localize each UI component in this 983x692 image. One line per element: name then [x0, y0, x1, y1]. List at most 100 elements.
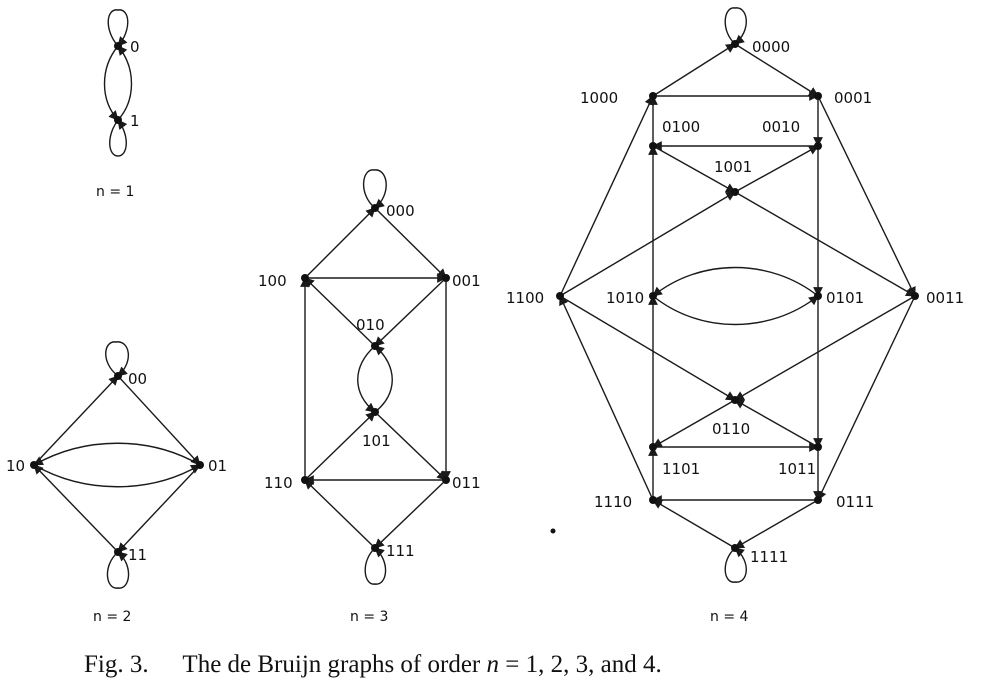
- node-label: 0100: [662, 118, 700, 136]
- node-label: 000: [386, 202, 415, 220]
- edge-0011-0111: [817, 295, 916, 501]
- node-n2-00: [114, 372, 122, 380]
- order-label: n = 3: [350, 609, 388, 625]
- edge-10-01: [33, 464, 201, 488]
- node-n4-1010: [649, 292, 657, 300]
- node-n3-000: [371, 204, 379, 212]
- edge-000-001: [374, 207, 447, 279]
- graph-order-3: 000 001 100 010 101 110 011 111 n = 3: [258, 169, 481, 625]
- node-label: 0001: [834, 89, 872, 107]
- node-n4-0101: [814, 292, 822, 300]
- edge-1001-0011: [734, 191, 916, 297]
- edge-1110-1100: [559, 295, 654, 501]
- edge-010-100: [304, 277, 376, 347]
- edge-101-010: [374, 345, 393, 413]
- edge-1100-1000: [559, 95, 654, 297]
- edge-111-111: [364, 547, 387, 585]
- edge-001-010: [374, 277, 447, 347]
- edge-10-00: [33, 375, 119, 466]
- node-n2-10: [30, 461, 38, 469]
- edge-0011-0110: [734, 295, 916, 401]
- node-label: 1111: [750, 548, 788, 566]
- node-n4-0010: [814, 142, 822, 150]
- node-label: 1101: [662, 460, 700, 478]
- node-n4-0110: [731, 396, 739, 404]
- edge-100-000: [304, 207, 376, 279]
- node-label: 0011: [926, 289, 964, 307]
- edge-1111-1110: [652, 499, 736, 549]
- node-label: 01: [208, 457, 227, 475]
- node-n4-0001: [814, 92, 822, 100]
- edge-00-00: [105, 341, 129, 377]
- edge-1100-0110: [559, 295, 736, 401]
- node-label: 11: [128, 546, 147, 564]
- node-label: 1: [130, 112, 140, 130]
- node-label: 00: [128, 370, 147, 388]
- node-label: 0: [130, 38, 140, 56]
- node-n4-0100: [649, 142, 657, 150]
- node-n3-111: [371, 544, 379, 552]
- caption-text-b: = 1, 2, 3, and 4.: [505, 651, 661, 678]
- print-speck: [550, 528, 556, 534]
- edge-0110-1101: [652, 399, 736, 448]
- node-label: 1010: [606, 289, 644, 307]
- order-label: n = 4: [710, 609, 749, 625]
- node-n4-1111: [731, 544, 739, 552]
- node-label: 010: [356, 316, 385, 334]
- node-n3-100: [301, 274, 309, 282]
- edge-01-10: [33, 442, 201, 466]
- node-label: 011: [452, 474, 481, 492]
- edge-111-110: [304, 479, 376, 549]
- graph-order-1: 0 1 n = 1: [96, 9, 140, 200]
- node-label: 0101: [826, 289, 864, 307]
- node-label: 0010: [762, 118, 800, 136]
- graph-order-4: 0000 1000 0001 0100 0010 1001 1100 1010 …: [506, 7, 964, 625]
- node-label: 101: [362, 432, 391, 450]
- node-n3-011: [442, 476, 450, 484]
- node-n4-1000: [649, 92, 657, 100]
- node-label: 0111: [836, 493, 874, 511]
- edge-1000-0000: [652, 43, 736, 97]
- order-label: n = 1: [96, 184, 134, 200]
- node-label: 111: [386, 542, 415, 560]
- node-label: 10: [6, 457, 25, 475]
- node-label: 100: [258, 272, 287, 290]
- edge-1011-0110: [734, 399, 819, 448]
- edge-010-101: [357, 345, 376, 413]
- node-n3-010: [371, 342, 379, 350]
- edge-0111-1111: [734, 499, 819, 549]
- node-n4-0000: [731, 40, 739, 48]
- node-n4-1100: [556, 292, 564, 300]
- node-n3-101: [371, 408, 379, 416]
- node-n4-0011: [911, 292, 919, 300]
- caption-text-a: The de Bruijn graphs of order: [182, 651, 486, 678]
- caption-prefix: Fig. 3.: [84, 651, 149, 678]
- edge-000-000: [362, 169, 387, 209]
- node-n4-1110: [649, 496, 657, 504]
- edge-0000-0000: [724, 7, 747, 45]
- edge-0000-0001: [734, 43, 819, 97]
- edge-0-1: [103, 45, 119, 121]
- node-n4-0111: [814, 496, 822, 504]
- node-label: 1011: [778, 460, 816, 478]
- node-label: 1001: [714, 158, 752, 176]
- edge-0001-0011: [817, 95, 916, 297]
- edge-1010-0101: [652, 295, 819, 326]
- edge-11-11: [106, 551, 130, 589]
- edge-1-0: [117, 45, 133, 121]
- order-label: n = 2: [93, 609, 131, 625]
- edge-101-011: [374, 411, 447, 481]
- edge-1111-1111: [724, 547, 747, 583]
- edge-1100-1001: [559, 191, 736, 297]
- node-label: 001: [452, 272, 481, 290]
- node-n3-001: [442, 274, 450, 282]
- graph-order-2: 00 01 10 11 n = 2: [6, 341, 227, 625]
- node-label: 1110: [594, 493, 632, 511]
- node-label: 0000: [752, 38, 790, 56]
- node-label: 110: [264, 474, 293, 492]
- node-n2-11: [114, 548, 122, 556]
- node-n4-1101: [649, 443, 657, 451]
- node-n1-0: [114, 42, 122, 50]
